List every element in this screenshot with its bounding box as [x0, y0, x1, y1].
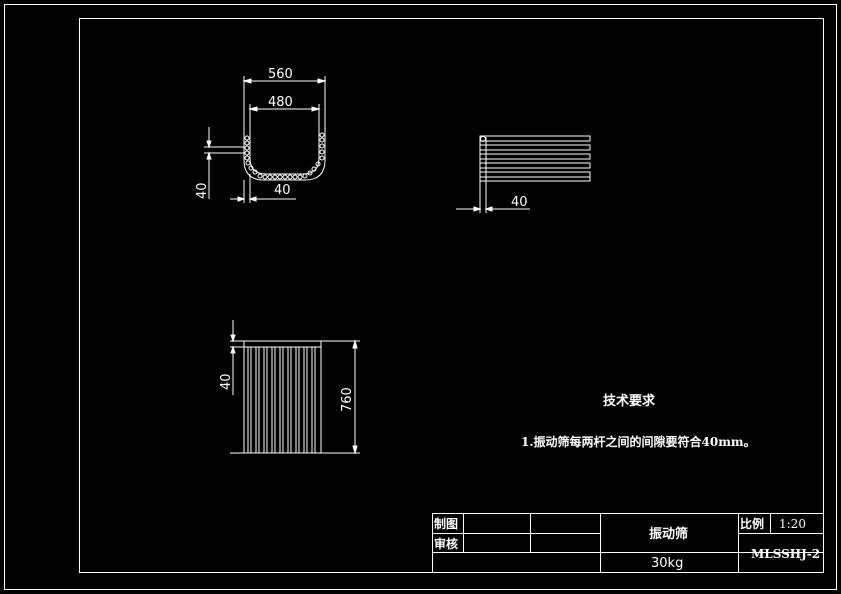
- dim-side-40: 40: [511, 195, 528, 210]
- dim-top-bottom-40: 40: [274, 183, 291, 198]
- dim-760: 760: [340, 387, 355, 412]
- top-view: [204, 76, 327, 203]
- dim-front-40: 40: [219, 373, 234, 390]
- side-view: [456, 135, 591, 213]
- checked-by-label: 审核: [434, 536, 458, 551]
- dim-560: 560: [268, 67, 293, 82]
- dim-top-side-40: 40: [195, 182, 210, 199]
- dim-480: 480: [268, 95, 293, 110]
- rod-beads: [244, 132, 325, 180]
- front-view: [230, 320, 360, 455]
- bar-lines: [247, 347, 316, 453]
- scale-value: 1:20: [779, 517, 806, 531]
- weight: 30kg: [651, 556, 683, 571]
- drawing-number: MLSSHJ-2: [751, 547, 820, 561]
- part-name: 振动筛: [649, 526, 688, 542]
- title-block: [432, 513, 824, 573]
- scale-label: 比例: [740, 516, 764, 531]
- drawn-by-label: 制图: [434, 516, 458, 531]
- notes-item-1: 1.振动筛每两杆之间的间隙要符合40mm。: [521, 434, 756, 449]
- outer-border: [4, 4, 837, 590]
- notes-title: 技术要求: [603, 393, 656, 409]
